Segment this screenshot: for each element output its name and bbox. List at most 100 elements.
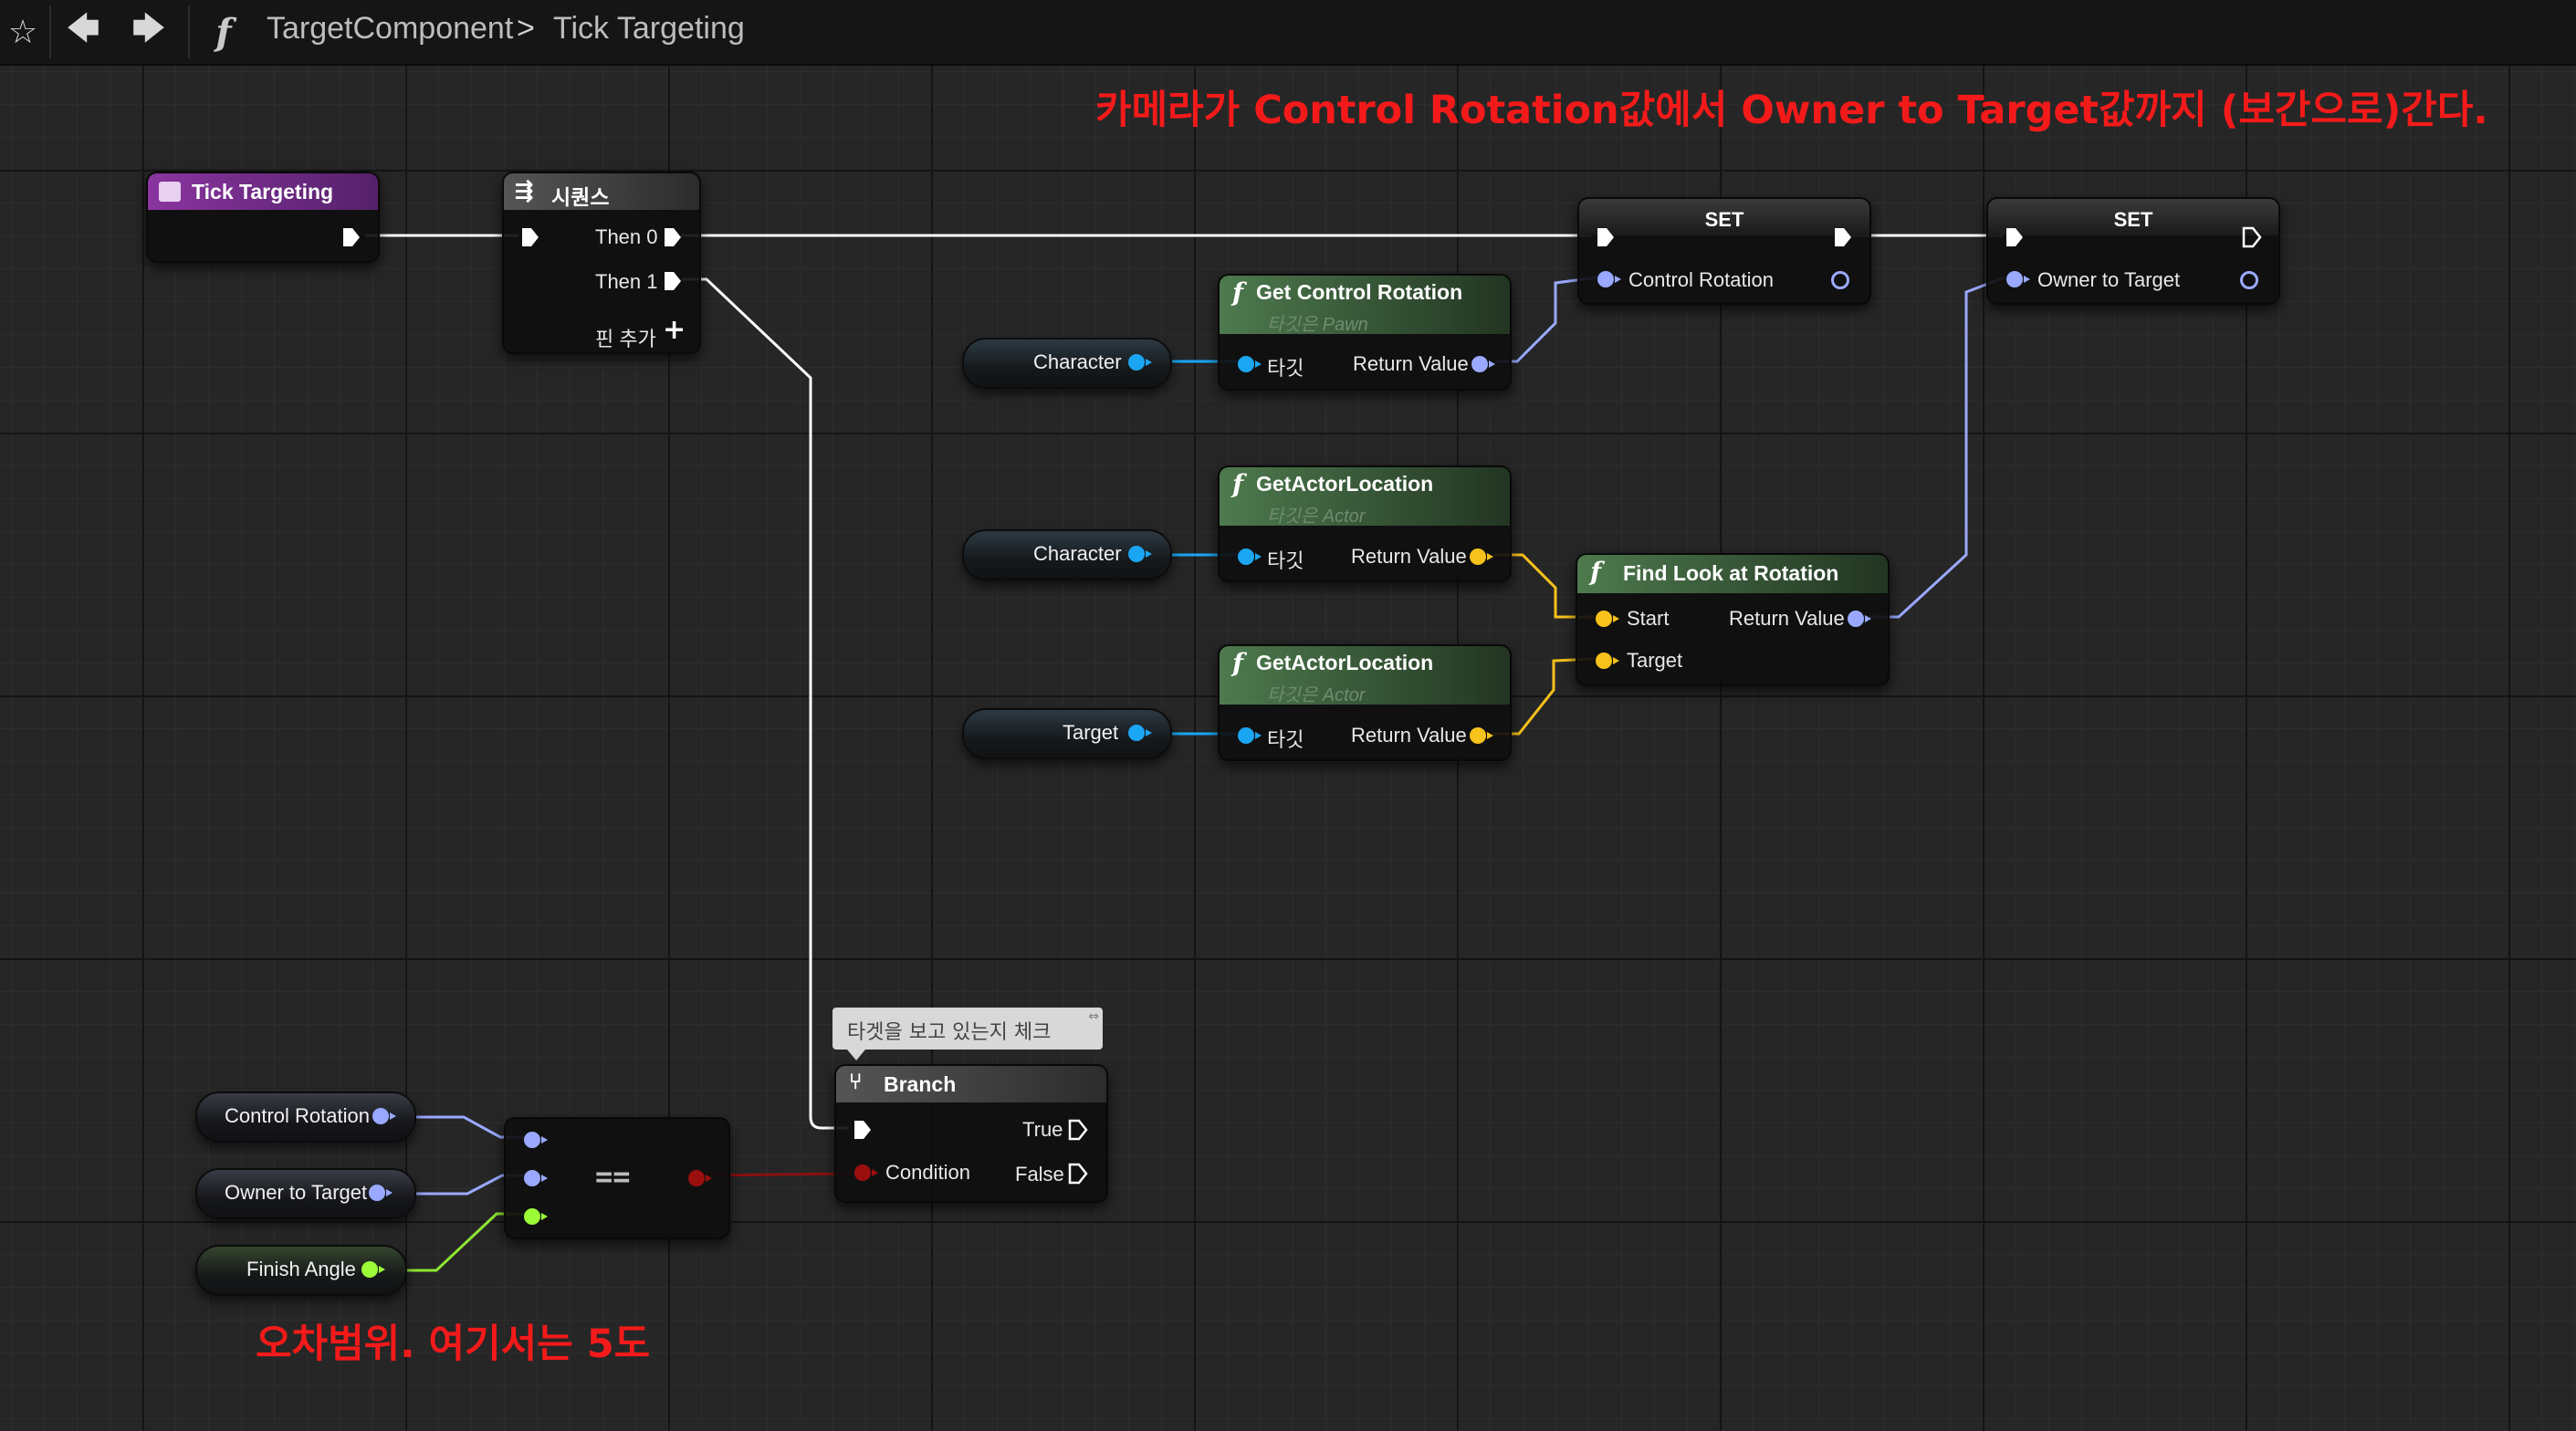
variable-label: Character bbox=[1033, 350, 1122, 373]
branch-icon: ⑂ bbox=[849, 1070, 863, 1094]
variable-getter-character[interactable]: Character bbox=[962, 529, 1172, 580]
sequence-node-header: ⇶ 시퀀스 bbox=[504, 173, 699, 210]
arrow-right-icon[interactable]: 🡆 bbox=[131, 9, 166, 47]
exec-wire bbox=[681, 277, 849, 1130]
set-pin-label: Owner to Target bbox=[2037, 268, 2181, 291]
variable-label: Character bbox=[1033, 542, 1122, 565]
exec-out-pin[interactable] bbox=[1833, 226, 1853, 248]
pin-comment-icon[interactable]: ⇔ bbox=[1088, 1009, 1099, 1024]
event-node-title: Tick Targeting bbox=[192, 180, 334, 204]
set-node-header: SET bbox=[1579, 199, 1869, 235]
set-node-title: SET bbox=[1704, 208, 1744, 231]
object-out-pin[interactable] bbox=[1128, 354, 1152, 371]
rotator-out-pin[interactable] bbox=[369, 1185, 393, 1201]
exec-in-pin[interactable] bbox=[2005, 226, 2025, 248]
rotator-out-pin[interactable] bbox=[372, 1108, 396, 1124]
arrow-left-icon[interactable]: 🡄 bbox=[66, 9, 100, 47]
rotator-out-pin[interactable] bbox=[1831, 271, 1849, 289]
exec-out-pin-false[interactable] bbox=[1068, 1163, 1088, 1185]
annotation-top: 카메라가 Control Rotation값에서 Owner to Target… bbox=[1095, 88, 2488, 133]
function-node-subtitle: 타깃은 Actor bbox=[1267, 507, 1366, 527]
return-value-label: Return Value bbox=[1351, 724, 1467, 747]
variable-getter-character[interactable]: Character bbox=[962, 338, 1172, 389]
rotator-out-pin[interactable] bbox=[1848, 611, 1871, 627]
exec-in-pin[interactable] bbox=[520, 226, 540, 248]
sequence-icon: ⇶ bbox=[515, 179, 534, 204]
rotator-in-pin-a[interactable] bbox=[524, 1132, 548, 1148]
function-node-header: f Get Control Rotation bbox=[1220, 276, 1510, 334]
rotator-wire bbox=[1869, 276, 2005, 619]
exec-out-pin-then0[interactable] bbox=[663, 226, 683, 248]
equal-rotator-node[interactable]: == bbox=[504, 1117, 730, 1239]
set-owner-to-target-node[interactable]: SET Owner to Target bbox=[1986, 197, 2280, 305]
exec-in-pin[interactable] bbox=[1596, 226, 1616, 248]
vector-wire bbox=[1493, 553, 1594, 619]
variable-getter-target[interactable]: Target bbox=[962, 708, 1172, 759]
exec-out-pin[interactable] bbox=[341, 226, 361, 248]
condition-pin-label: Condition bbox=[885, 1161, 970, 1184]
function-node-header: f Find Look at Rotation bbox=[1577, 555, 1888, 593]
star-icon[interactable]: ☆ bbox=[7, 13, 38, 51]
function-node-title: Find Look at Rotation bbox=[1623, 561, 1839, 585]
vector-out-pin[interactable] bbox=[1470, 727, 1493, 744]
get-actor-location-node-1[interactable]: f GetActorLocation 타깃은 Actor 타깃 Return V… bbox=[1218, 465, 1512, 582]
vector-in-pin-start[interactable] bbox=[1596, 611, 1619, 627]
rotator-out-pin[interactable] bbox=[1471, 356, 1495, 372]
float-in-pin-tolerance[interactable] bbox=[524, 1208, 548, 1225]
target-pin-label: 타깃 bbox=[1267, 728, 1304, 751]
sequence-node[interactable]: ⇶ 시퀀스 Then 0 Then 1 핀 추가 + bbox=[502, 172, 701, 354]
annotation-bottom: 오차범위. 여기서는 5도 bbox=[256, 1321, 651, 1367]
breadcrumb-separator-icon: > bbox=[517, 11, 535, 46]
variable-getter-finish-angle[interactable]: Finish Angle bbox=[195, 1245, 407, 1296]
rotator-in-pin-b[interactable] bbox=[524, 1170, 548, 1186]
object-out-pin[interactable] bbox=[1128, 725, 1152, 741]
get-control-rotation-node[interactable]: f Get Control Rotation 타깃은 Pawn 타깃 Retur… bbox=[1218, 274, 1512, 391]
variable-label: Target bbox=[1063, 721, 1119, 744]
object-out-pin[interactable] bbox=[1128, 546, 1152, 562]
return-value-label: Return Value bbox=[1729, 607, 1845, 630]
rotator-in-pin[interactable] bbox=[2006, 271, 2030, 287]
add-pin-plus-icon[interactable]: + bbox=[663, 314, 686, 346]
target-pin-label: 타깃 bbox=[1267, 549, 1304, 572]
rotator-out-pin[interactable] bbox=[2240, 271, 2258, 289]
object-in-pin[interactable] bbox=[1238, 356, 1262, 372]
rotator-in-pin[interactable] bbox=[1597, 271, 1621, 287]
exec-out-pin-then1[interactable] bbox=[663, 270, 683, 292]
toolbar-divider bbox=[49, 5, 51, 58]
event-node-tick-targeting[interactable]: Tick Targeting bbox=[146, 172, 380, 263]
add-pin-label[interactable]: 핀 추가 bbox=[595, 328, 656, 350]
branch-comment-bubble[interactable]: 타겟을 보고 있는지 체크 ⇔ bbox=[832, 1008, 1103, 1060]
exec-out-pin-true[interactable] bbox=[1068, 1119, 1088, 1141]
set-node-title: SET bbox=[2113, 208, 2153, 231]
set-control-rotation-node[interactable]: SET Control Rotation bbox=[1577, 197, 1871, 305]
equal-operator-label: == bbox=[595, 1159, 631, 1194]
exec-out-pin[interactable] bbox=[2242, 226, 2262, 248]
object-in-pin[interactable] bbox=[1238, 548, 1262, 565]
bool-in-pin-condition[interactable] bbox=[854, 1165, 878, 1181]
then0-label: Then 0 bbox=[595, 225, 658, 248]
find-look-at-rotation-node[interactable]: f Find Look at Rotation Start Return Val… bbox=[1576, 553, 1890, 686]
variable-getter-owner-to-target[interactable]: Owner to Target bbox=[195, 1168, 416, 1219]
variable-getter-control-rotation[interactable]: Control Rotation bbox=[195, 1092, 416, 1143]
breadcrumb-root[interactable]: TargetComponent bbox=[267, 11, 514, 46]
vector-out-pin[interactable] bbox=[1470, 548, 1493, 565]
blueprint-toolbar: ☆ 🡄 🡆 f TargetComponent > Tick Targeting bbox=[0, 0, 2576, 66]
function-node-subtitle: 타깃은 Actor bbox=[1267, 685, 1366, 705]
function-node-header: f GetActorLocation bbox=[1220, 646, 1510, 705]
exec-in-pin[interactable] bbox=[853, 1119, 873, 1141]
function-node-title: GetActorLocation bbox=[1256, 472, 1434, 496]
float-out-pin[interactable] bbox=[361, 1261, 385, 1278]
branch-node[interactable]: ⑂ Branch True Condition False bbox=[834, 1064, 1108, 1203]
vector-in-pin-target[interactable] bbox=[1596, 653, 1619, 669]
event-node-header: Tick Targeting bbox=[148, 173, 378, 210]
bool-out-pin[interactable] bbox=[688, 1170, 712, 1186]
then1-label: Then 1 bbox=[595, 270, 658, 293]
variable-label: Finish Angle bbox=[246, 1258, 356, 1280]
function-f-icon: f bbox=[1590, 557, 1602, 587]
function-f-icon: f bbox=[1232, 277, 1244, 308]
breadcrumb-current: Tick Targeting bbox=[553, 11, 745, 46]
comment-pointer bbox=[847, 1050, 865, 1060]
get-actor-location-node-2[interactable]: f GetActorLocation 타깃은 Actor 타깃 Return V… bbox=[1218, 644, 1512, 761]
variable-label: Control Rotation bbox=[225, 1104, 370, 1127]
object-in-pin[interactable] bbox=[1238, 727, 1262, 744]
